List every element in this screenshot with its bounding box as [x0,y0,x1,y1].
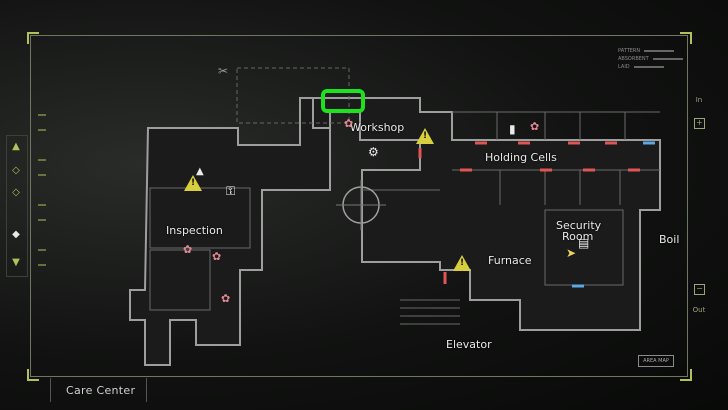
area-name-panel [50,378,147,402]
player-marker-icon: ➤ [566,246,577,260]
area-name-label: Care Center [66,384,136,397]
floor-up-icon[interactable]: ▲ [12,141,20,152]
current-floor-icon[interactable]: ◆ [12,229,20,240]
zoom-out-button[interactable]: − [694,284,705,295]
workbench-icon: ⚙ [368,145,379,159]
herb-icon: ✿ [344,117,354,130]
room-label-security-room-line1: Security [556,219,602,232]
warning-icon: ! [184,175,202,191]
map-legend: PATTERN ABSORBENT LAID [618,47,683,71]
floor-marker-icon[interactable]: ◇ [12,165,20,176]
map-frame [30,35,688,377]
zoom-control: In + − Out [690,90,708,320]
room-label-boiler: Boil [659,233,680,246]
zoom-in-button[interactable]: + [694,118,705,129]
room-label-inspection: Inspection [166,224,223,237]
floor-selector: ▲ ◇ ◇ ◆ ▼ [6,135,28,277]
area-map-button[interactable]: AREA MAP [638,355,674,367]
herb-icon: ✿ [212,250,222,263]
locker-icon: ▤ [578,236,590,250]
zoom-out-label: Out [692,306,706,314]
bullet-item-icon: ▮ [509,122,516,136]
room-label-elevator: Elevator [446,338,492,351]
herb-icon: ✿ [183,243,193,256]
legend-label: ABSORBENT [618,56,649,62]
room-label-security-room-line2: Room [562,230,594,243]
legend-label: PATTERN [618,48,641,54]
room-label-workshop: Workshop [350,121,405,134]
floor-marker-icon[interactable]: ◇ [12,187,20,198]
frame-corner [27,32,39,44]
floor-down-icon[interactable]: ▼ [12,257,20,268]
frame-corner [680,369,692,381]
scissors-icon: ✂ [218,64,229,78]
frame-corner [680,32,692,44]
objective-highlight[interactable] [321,89,365,113]
warning-icon: ! [453,255,471,271]
item-icon: ▲ [196,166,204,177]
herb-icon: ✿ [530,120,540,133]
inspection-wing [129,97,331,366]
lock-icon: ⚿ [226,184,236,198]
warning-icon: ! [416,128,434,144]
room-label-holding-cells: Holding Cells [485,151,557,164]
zoom-in-label: In [695,96,703,104]
frame-corner [27,369,39,381]
herb-icon: ✿ [221,292,231,305]
legend-label: LAID [618,64,630,70]
room-label-furnace: Furnace [488,254,532,267]
